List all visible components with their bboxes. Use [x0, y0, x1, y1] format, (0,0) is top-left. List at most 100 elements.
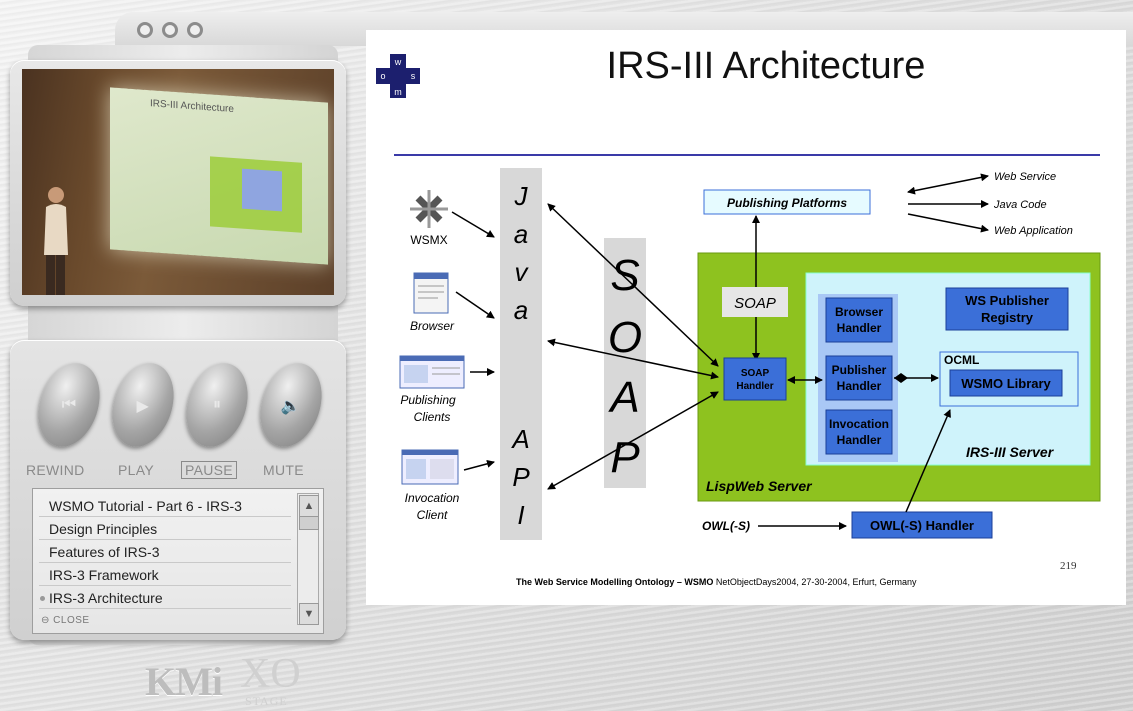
- playlist-scrollbar[interactable]: ▲ ▼: [297, 493, 319, 625]
- java-api-letter: I: [517, 500, 524, 530]
- close-label: CLOSE: [53, 615, 90, 626]
- invocation-client-icon: [401, 449, 459, 485]
- handler-label-line2: Handler: [837, 433, 882, 447]
- scroll-up-arrow-icon[interactable]: ▲: [299, 495, 319, 517]
- logo-letter: m: [394, 87, 402, 97]
- client-label: WSMX: [410, 233, 447, 247]
- projected-diagram-blue: [242, 168, 282, 212]
- soap-label: SOAP: [734, 295, 776, 312]
- playlist-item-current[interactable]: IRS-3 Architecture: [39, 587, 291, 609]
- soap-handler-label-line1: SOAP: [741, 368, 770, 379]
- logo-letter: s: [411, 71, 416, 81]
- browser-icon: [413, 272, 449, 314]
- owl-s-label: OWL(-S): [702, 519, 750, 533]
- publisher-handler-box: [825, 355, 893, 401]
- soap-letter: A: [607, 373, 639, 422]
- playlist-item[interactable]: WSMO Tutorial - Part 6 - IRS-3: [39, 495, 291, 517]
- registry-label-line1: WS Publisher: [965, 293, 1049, 308]
- play-label[interactable]: PLAY: [118, 462, 154, 478]
- video-panel: IRS-III Architecture: [10, 60, 346, 306]
- pause-icon: ⏸: [212, 396, 221, 413]
- slide-footer-rest: NetObjectDays2004, 27-30-2004, Erfurt, G…: [713, 577, 917, 587]
- soap-label-box: [722, 287, 788, 317]
- scroll-thumb[interactable]: [299, 516, 319, 530]
- slide-page-number: 219: [1060, 560, 1077, 572]
- output-label: Web Application: [994, 225, 1073, 237]
- soap-letter: P: [610, 433, 640, 482]
- wsmo-library-box: [949, 369, 1063, 397]
- handler-label-line1: Invocation: [829, 417, 889, 431]
- slide-title: IRS-III Architecture: [606, 45, 926, 87]
- handler-label-line1: Publisher: [832, 363, 887, 377]
- lispweb-server-label: LispWeb Server: [706, 478, 813, 494]
- ws-publisher-registry-box: [945, 287, 1069, 331]
- close-button[interactable]: ⊖ CLOSE: [41, 615, 90, 626]
- window-close-button[interactable]: [137, 22, 153, 38]
- slide-footer: The Web Service Modelling Ontology – WSM…: [516, 577, 916, 587]
- video-feed[interactable]: IRS-III Architecture: [22, 69, 334, 295]
- playlist-item[interactable]: Features of IRS-3: [39, 541, 291, 563]
- ocml-label: OCML: [944, 353, 979, 367]
- wsmo-logo: w s m o: [376, 54, 420, 98]
- java-api-letter: v: [515, 257, 530, 287]
- java-api-letter: P: [512, 462, 530, 492]
- kmi-logo: KMi: [145, 659, 223, 704]
- playlist-item[interactable]: Design Principles: [39, 518, 291, 540]
- playlist-item-label: IRS-3 Architecture: [49, 590, 163, 606]
- client-label: Browser: [410, 319, 455, 333]
- projected-slide: IRS-III Architecture: [110, 87, 328, 265]
- scroll-down-arrow-icon[interactable]: ▼: [299, 603, 319, 625]
- registry-label-line2: Registry: [981, 310, 1034, 325]
- soap-handler-label-line2: Handler: [736, 381, 773, 392]
- mute-label[interactable]: MUTE: [263, 462, 304, 478]
- playlist-item[interactable]: IRS-3 Framework: [39, 564, 291, 586]
- window-minimize-button[interactable]: [162, 22, 178, 38]
- play-button[interactable]: ▶: [102, 355, 184, 455]
- pause-button[interactable]: ⏸: [176, 355, 258, 455]
- java-api-column: [500, 168, 542, 540]
- client-label-line1: Publishing: [400, 393, 456, 407]
- speaker-icon: 🔈: [280, 397, 301, 415]
- java-api-letter: a: [514, 219, 528, 249]
- owl-s-handler-label: OWL(-S) Handler: [870, 518, 974, 533]
- rewind-icon: ⏮: [61, 396, 77, 413]
- projected-slide-title: IRS-III Architecture: [150, 98, 234, 116]
- soap-handler-box: [723, 357, 787, 401]
- xo-logo: XO: [240, 651, 301, 697]
- publishing-platforms-box: [703, 189, 871, 215]
- mute-button[interactable]: 🔈: [250, 355, 332, 455]
- owl-s-handler-box: [851, 511, 993, 539]
- control-panel: ⏮ ▶ ⏸ 🔈 REWIND PLAY PAUSE MUTE WSMO Tuto…: [10, 340, 346, 640]
- stage-logo: STAGE: [245, 694, 288, 708]
- title-divider: [394, 154, 1100, 156]
- wsmx-icon: [410, 190, 448, 228]
- irs-server-label: IRS-III Server: [966, 444, 1055, 460]
- play-icon: ▶: [136, 397, 149, 415]
- soap-letter: S: [610, 251, 639, 300]
- browser-handler-box: [825, 297, 893, 343]
- client-label-line2: Client: [417, 508, 448, 522]
- publishing-platforms-label: Publishing Platforms: [727, 196, 847, 210]
- java-api-letter: J: [514, 181, 529, 211]
- invocation-handler-box: [825, 409, 893, 455]
- output-label: Web Service: [994, 171, 1056, 183]
- output-label: Java Code: [993, 199, 1047, 211]
- slide-footer-bold: The Web Service Modelling Ontology – WSM…: [516, 577, 714, 587]
- slide: w s m o IRS-III Architecture LispWeb Ser…: [366, 30, 1126, 605]
- java-api-letter: A: [510, 424, 529, 454]
- client-label-line2: Clients: [414, 410, 451, 424]
- handler-label-line2: Handler: [837, 379, 882, 393]
- pause-label[interactable]: PAUSE: [181, 461, 237, 479]
- publishing-clients-icon: [399, 355, 465, 389]
- client-label-line1: Invocation: [405, 491, 460, 505]
- java-api-letter: a: [514, 295, 528, 325]
- window-maximize-button[interactable]: [187, 22, 203, 38]
- handler-label-line1: Browser: [835, 305, 883, 319]
- wsmo-library-label: WSMO Library: [961, 376, 1051, 391]
- rewind-button[interactable]: ⏮: [28, 355, 110, 455]
- current-item-bullet-icon: [40, 596, 45, 601]
- architecture-diagram: LispWeb Server IRS-III Server J a v a A …: [399, 168, 1101, 540]
- rewind-label[interactable]: REWIND: [26, 462, 85, 478]
- presenter: [44, 187, 68, 295]
- logo-letter: w: [394, 57, 402, 67]
